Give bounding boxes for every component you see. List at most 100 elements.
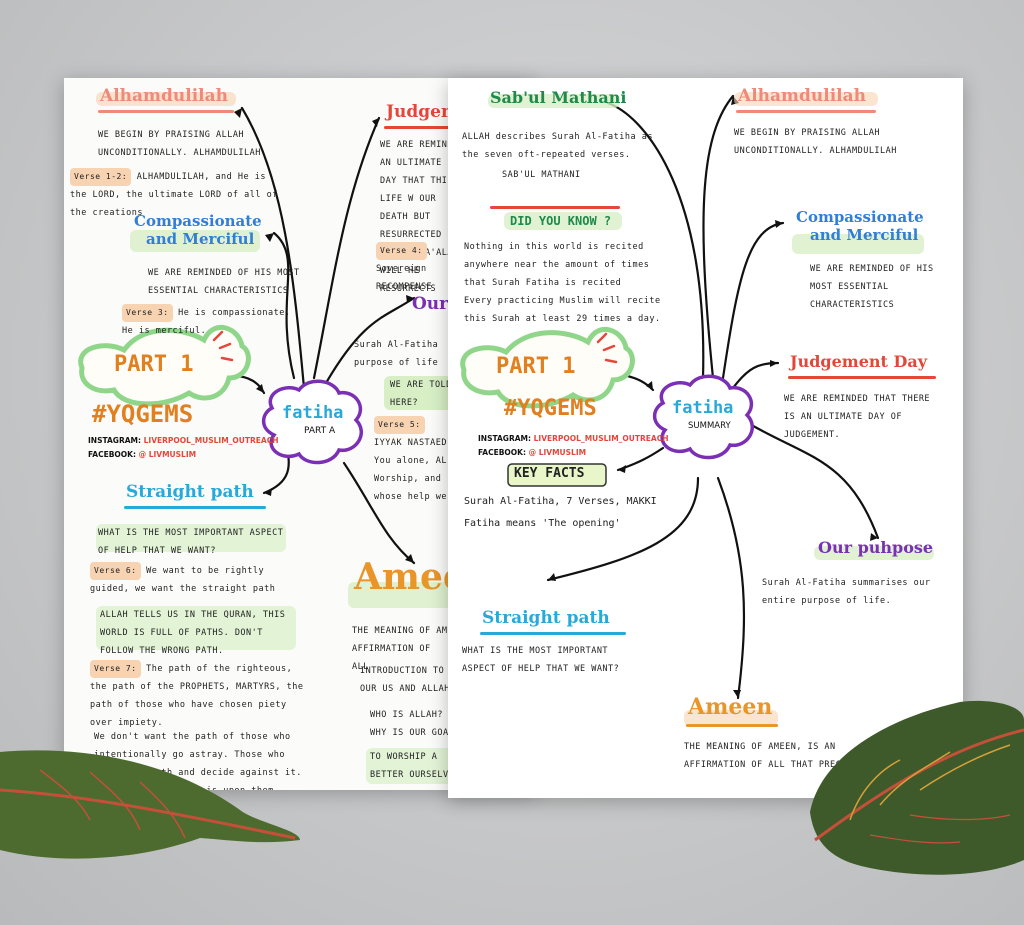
ameen-text3: WHO IS ALLAH? — [370, 710, 444, 720]
ameen-text2: INTRODUCTION TO OUR US AND ALLAH. — [360, 666, 456, 694]
purpose-text: Surah Al-Fatiha purpose of life — [354, 340, 439, 368]
question-highlight — [96, 524, 286, 552]
verse-tag: Verse 6: — [90, 562, 141, 580]
part-badge-outline — [78, 325, 251, 407]
title-underline — [788, 376, 936, 379]
divider — [490, 206, 620, 209]
compassionate-title-line2: and Merciful — [810, 226, 919, 244]
verse-tag: Verse 7: — [90, 660, 141, 678]
part-badge-outline — [460, 327, 635, 409]
right-arrows — [460, 94, 880, 700]
did-you-know-title: DID YOU KNOW ? — [510, 214, 612, 228]
center-title: fatiha — [282, 403, 344, 423]
leaf-right — [810, 700, 1024, 875]
did-you-know-text1: Nothing in this world is recited anywher… — [464, 242, 650, 288]
compassionate-title-line2: and Merciful — [146, 230, 255, 248]
verse-text: The path of the righteous, the path of t… — [90, 664, 304, 728]
verse-text: IYYAK NASTAED You alone, AL Worship, and… — [374, 438, 448, 502]
verse-text: He is compassionate, He is merciful. — [122, 308, 291, 336]
title-underline — [384, 126, 464, 129]
purpose-title: Our — [412, 294, 449, 314]
center-subtitle: PART A — [304, 426, 336, 436]
facebook-handle: @ LIVMUSLIM — [138, 450, 197, 459]
did-you-know-text2: Every practicing Muslim will recite this… — [464, 296, 661, 324]
key-facts-line2: Fatiha means 'The opening' — [464, 518, 621, 529]
title-underline — [124, 506, 266, 509]
judgement-verse: Verse 4: Sovereign RECOMPENSE — [376, 242, 458, 296]
ameen-text1: THE MEANING OF AM AFFIRMATION OF ALL — [352, 626, 448, 672]
center-blob — [652, 374, 754, 460]
compassionate-text: WE ARE REMINDED OF HIS MOST ESSENTIAL CH… — [810, 264, 934, 310]
ameen-text: THE MEANING OF AMEEN, IS AN AFFIRMATION … — [684, 742, 859, 770]
sabul-text: ALLAH describes Surah Al-Fatiha as the s… — [462, 132, 653, 160]
purpose-box — [384, 376, 454, 410]
ameen-text5: TO WORSHIP A BETTER OURSELVE — [370, 752, 455, 780]
instagram-label: INSTAGRAM: — [88, 436, 142, 445]
key-facts-title: KEY FACTS — [514, 466, 585, 481]
key-facts-line1: Surah Al-Fatiha, 7 Verses, MAKKI — [464, 496, 657, 507]
compassionate-title-line1: Compassionate — [134, 212, 262, 230]
key-facts-box — [507, 463, 607, 487]
judgement-title: Judgement Day — [790, 352, 927, 371]
facebook-handle: @ LIVMUSLIM — [528, 448, 587, 457]
facebook-label: FACEBOOK: — [478, 448, 526, 457]
verse-tag: Verse 1-2: — [70, 168, 132, 186]
title-highlight — [792, 234, 924, 254]
straight-quran: ALLAH TELLS US IN THE QURAN, THIS WORLD … — [100, 610, 286, 656]
instagram-handle: LIVERPOOL_MUSLIM_OUTREACH — [143, 436, 279, 445]
facebook-line: FACEBOOK: @ LIVMUSLIM — [478, 448, 586, 457]
alhamdulilah-title: Alhamdulilah — [100, 86, 229, 106]
facebook-line: FACEBOOK: @ LIVMUSLIM — [88, 450, 196, 459]
instagram-label: INSTAGRAM: — [478, 434, 532, 443]
center-subtitle: SUMMARY — [688, 421, 731, 431]
part-label: PART 1 — [114, 352, 194, 377]
straight-title: Straight path — [126, 482, 254, 502]
compassionate-title-line1: Compassionate — [796, 208, 924, 226]
title-underline — [736, 110, 876, 113]
title-highlight — [684, 710, 778, 726]
hashtag: #YQGEMS — [92, 400, 194, 428]
verse-text: ALHAMDULILAH, and He is the LORD, the ul… — [70, 172, 278, 218]
left-arrows — [78, 106, 416, 565]
alhamdulilah-title: Alhamdulilah — [738, 86, 867, 106]
verse-tag: Verse 5: — [374, 416, 425, 434]
center-blob — [261, 379, 363, 465]
title-underline — [480, 632, 626, 635]
hashtag: #YQGEMS — [504, 396, 597, 421]
purpose-verse: Verse 5: IYYAK NASTAED You alone, AL Wor… — [374, 416, 458, 506]
straight-verse6: Verse 6: We want to be rightly guided, w… — [90, 562, 300, 598]
straight-question: WHAT IS THE MOST IMPORTANT ASPECT OF HEL… — [98, 528, 284, 556]
alhamdulilah-text: WE BEGIN BY PRAISING ALLAH UNCONDITIONAL… — [98, 130, 261, 158]
compassionate-verse: Verse 3: He is compassionate, He is merc… — [122, 304, 302, 340]
purpose-title: Our puhpose — [818, 538, 934, 557]
judgement-title: Judgem — [386, 102, 459, 122]
part-label: PART 1 — [496, 354, 576, 379]
instagram-line: INSTAGRAM: LIVERPOOL_MUSLIM_OUTREACH — [478, 434, 669, 443]
verse-tag: Verse 4: — [376, 242, 427, 260]
title-highlight — [734, 92, 878, 106]
sabul-title: Sab'ul Mathani — [490, 88, 627, 107]
poster-summary: Sab'ul Mathani ALLAH describes Surah Al-… — [448, 78, 963, 798]
instagram-line: INSTAGRAM: LIVERPOOL_MUSLIM_OUTREACH — [88, 436, 279, 445]
title-highlight — [130, 230, 260, 252]
ameen-title: Ameen — [688, 694, 773, 720]
sabul-sub: SAB'UL MATHANI — [502, 170, 581, 180]
center-title: fatiha — [672, 398, 734, 418]
quran-highlight — [96, 606, 296, 650]
facebook-label: FACEBOOK: — [88, 450, 136, 459]
verse-text: Sovereign RECOMPENSE — [376, 264, 433, 292]
judgement-text: WE ARE REMINDED THAT THERE IS AN ULTIMAT… — [784, 394, 931, 440]
title-highlight — [504, 212, 622, 230]
ameen-text4: WHY IS OUR GOA — [370, 728, 449, 738]
compassionate-text: WE ARE REMINDED OF HIS MOST ESSENTIAL CH… — [148, 268, 300, 296]
purpose-box-text: WE ARE TOLD HERE? — [390, 380, 452, 408]
straight-verse7: Verse 7: The path of the righteous, the … — [90, 660, 310, 732]
title-underline — [686, 724, 778, 727]
verse-text: We want to be rightly guided, we want th… — [90, 566, 276, 594]
alhamdulilah-verse: Verse 1-2: ALHAMDULILAH, and He is the L… — [70, 168, 280, 222]
title-highlight — [814, 546, 934, 560]
leaf-left — [0, 750, 300, 859]
straight-title: Straight path — [482, 608, 610, 628]
instagram-handle: LIVERPOOL_MUSLIM_OUTREACH — [533, 434, 669, 443]
